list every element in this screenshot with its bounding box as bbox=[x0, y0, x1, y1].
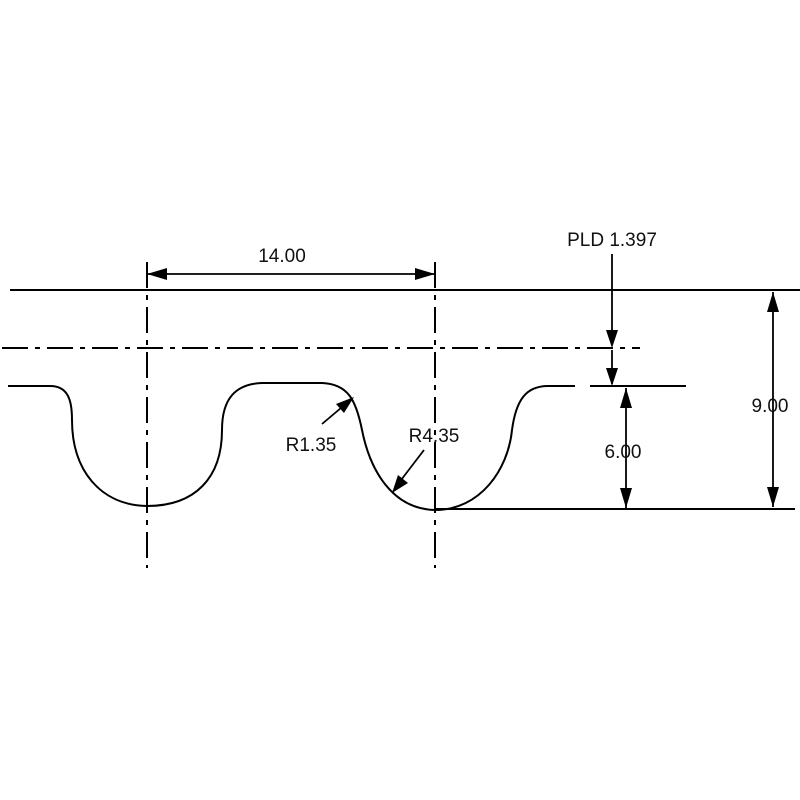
total-height-label: 9.00 bbox=[752, 396, 789, 417]
tooth-height-arrow-top bbox=[620, 388, 632, 408]
pitch-arrow-left bbox=[147, 268, 167, 280]
pld-label: PLD 1.397 bbox=[567, 230, 657, 251]
pitch-arrow-right bbox=[415, 268, 435, 280]
tooth-height-arrow-bottom bbox=[620, 488, 632, 508]
tip-radius-arrow bbox=[336, 397, 354, 413]
tooth-profile-curve bbox=[8, 382, 575, 512]
total-height-arrow-top bbox=[767, 292, 779, 312]
root-radius-arrow bbox=[392, 475, 408, 493]
pitch-label: 14.00 bbox=[258, 246, 306, 267]
tooth-height-label: 6.00 bbox=[605, 442, 642, 463]
pld-arrow-top bbox=[606, 330, 618, 348]
tip-radius-label: R1.35 bbox=[286, 435, 337, 456]
pld-arrow-bottom bbox=[606, 368, 618, 386]
total-height-arrow-bottom bbox=[767, 487, 779, 507]
root-radius-label: R4.35 bbox=[409, 426, 460, 447]
root-radius-leader bbox=[397, 449, 425, 485]
